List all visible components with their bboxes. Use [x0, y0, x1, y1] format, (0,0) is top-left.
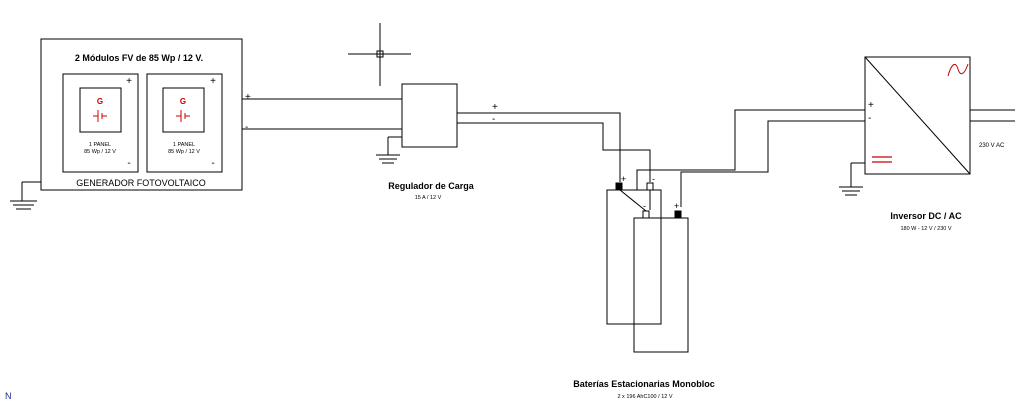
- north-mark-icon: N: [5, 391, 12, 401]
- panel-1-label: 1 PANEL: [89, 142, 111, 148]
- battery-bank: + - - + Baterías Estacionarias Monobloc …: [573, 174, 715, 400]
- inverter-title: Inversor DC / AC: [890, 211, 962, 221]
- panel-1-frame: [62, 73, 139, 173]
- battery-2-plus: +: [674, 201, 679, 211]
- inverter-in-plus: +: [868, 100, 874, 111]
- battery-1-positive-terminal: [615, 182, 623, 191]
- panel-1-generator-symbol: G: [97, 97, 103, 106]
- inverter-output-label: 230 V AC: [979, 143, 1005, 149]
- wire-batteries-inverter: [636, 109, 865, 207]
- battery-2-positive-terminal: [674, 210, 682, 219]
- regulator-title: Regulador de Carga: [388, 181, 475, 191]
- regulator-box: [401, 83, 458, 148]
- panel-2-cell-icon: [176, 110, 190, 122]
- panel-2-generator-symbol: G: [180, 97, 186, 106]
- panel-2-minus: -: [211, 158, 214, 169]
- battery-2-minus: -: [643, 201, 646, 211]
- battery-1-minus: -: [652, 174, 655, 184]
- ground-icon-generator: [10, 181, 41, 210]
- battery-2-negative-terminal: [642, 210, 650, 219]
- panel-2-plus: +: [210, 76, 216, 87]
- panel-2-spec: 85 Wp / 12 V: [168, 149, 200, 155]
- pv-panel-2: G + - 1 PANEL 85 Wp / 12 V: [146, 73, 223, 173]
- regulator-out-plus: +: [492, 102, 498, 113]
- generator-title: 2 Módulos FV de 85 Wp / 12 V.: [75, 53, 203, 63]
- panel-1-minus: -: [127, 158, 130, 169]
- battery-1-negative-terminal: [646, 182, 654, 191]
- battery-1-plus: +: [621, 174, 626, 184]
- generator-footer: GENERADOR FOTOVOLTAICO: [76, 178, 206, 188]
- inverter: + - Inversor DC / AC 180 W - 12 V / 230 …: [864, 56, 1005, 232]
- batteries-spec: 2 x 196 AhC100 / 12 V: [617, 394, 672, 400]
- panel-1-plus: +: [126, 76, 132, 87]
- panel-2-frame: [146, 73, 223, 173]
- panel-1-spec: 85 Wp / 12 V: [84, 149, 116, 155]
- ground-icon-regulator: [376, 136, 402, 164]
- charge-regulator: Regulador de Carga 15 A / 12 V + -: [388, 83, 498, 201]
- pv-generator: 2 Módulos FV de 85 Wp / 12 V. GENERADOR …: [40, 38, 251, 191]
- wire-regulator-batteries: [457, 112, 651, 182]
- inverter-diagonal: [864, 56, 971, 175]
- generator-plus-terminal: +: [245, 92, 251, 103]
- regulator-spec: 15 A / 12 V: [415, 195, 442, 201]
- dc-symbol-icon: [872, 156, 892, 163]
- inverter-in-minus: -: [868, 113, 871, 124]
- battery-2: [633, 217, 689, 353]
- battery-interconnect: [619, 189, 647, 212]
- generator-minus-terminal: -: [245, 122, 248, 133]
- pv-panel-1: G + - 1 PANEL 85 Wp / 12 V: [62, 73, 139, 173]
- wire-generator-regulator: [242, 98, 402, 130]
- ac-sine-icon: [947, 63, 969, 77]
- crosshair-cursor-icon: [348, 23, 411, 86]
- panel-1-cell-box: [79, 87, 122, 133]
- inverter-spec: 180 W - 12 V / 230 V: [900, 226, 951, 232]
- generator-box: [40, 38, 243, 191]
- panel-2-label: 1 PANEL: [173, 142, 195, 148]
- inverter-box: [864, 56, 971, 175]
- regulator-out-minus: -: [492, 114, 495, 125]
- batteries-title: Baterías Estacionarias Monobloc: [573, 379, 715, 389]
- panel-2-cell-box: [162, 87, 205, 133]
- panel-1-cell-icon: [93, 110, 107, 122]
- wire-inverter-output: [970, 109, 1015, 122]
- ground-icon-inverter: [839, 162, 865, 196]
